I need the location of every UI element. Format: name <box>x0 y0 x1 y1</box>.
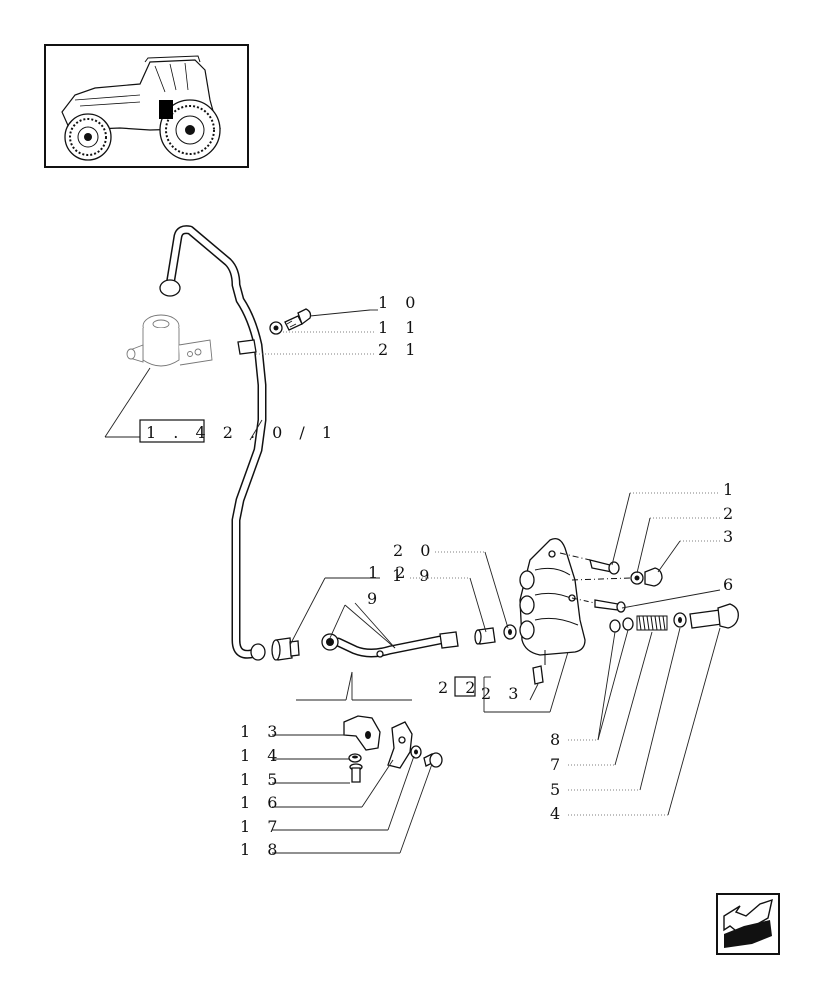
brake-pipe-long[interactable] <box>159 225 267 661</box>
callout-3: 3 <box>723 527 739 546</box>
callout-13: 1 3 <box>240 722 283 741</box>
bolt-10[interactable] <box>284 308 312 331</box>
bolt-6[interactable] <box>594 599 619 611</box>
callout-23: 2 3 <box>481 684 524 703</box>
callout-10: 1 0 <box>378 293 421 312</box>
callout-14: 1 4 <box>240 746 283 765</box>
callout-6: 6 <box>723 575 739 594</box>
tractor-thumbnail[interactable] <box>44 44 249 168</box>
pipe-clip-21[interactable] <box>237 339 257 355</box>
reference-box-text: 1 . 4 2 . 0 / 1 <box>146 423 338 442</box>
callout-19: 1 9 <box>392 566 435 585</box>
callout-12: 1 2 <box>368 563 411 582</box>
bolt-4[interactable] <box>689 603 739 629</box>
brake-pipe-short-9[interactable] <box>321 631 459 658</box>
bolt-15[interactable] <box>349 763 363 783</box>
seal-8a[interactable] <box>609 619 621 633</box>
callout-16: 1 6 <box>240 793 283 812</box>
callout-11: 1 1 <box>378 318 421 337</box>
callout-4: 4 <box>550 804 566 823</box>
callout-17: 1 7 <box>240 817 283 836</box>
brake-valve-body[interactable] <box>519 537 586 665</box>
bolt-3[interactable] <box>644 567 663 587</box>
callout-5: 5 <box>550 780 566 799</box>
spring-7[interactable] <box>636 615 668 631</box>
callout-9: 9 <box>367 589 383 608</box>
callout-7: 7 <box>550 755 566 774</box>
callout-22-box: 2 2 2 3 <box>438 651 569 713</box>
callout-22: 2 2 <box>438 678 481 697</box>
callout-8: 8 <box>550 730 566 749</box>
union-12[interactable] <box>271 637 300 661</box>
plug-23[interactable] <box>532 665 544 685</box>
union-19[interactable] <box>474 627 496 645</box>
reference-box[interactable]: 1 . 4 2 . 0 / 1 <box>139 419 338 443</box>
bolt-18[interactable] <box>423 752 443 768</box>
callout-1: 1 <box>723 480 739 499</box>
back-arrow-icon[interactable] <box>716 893 780 955</box>
callout-15: 1 5 <box>240 770 283 789</box>
callout-2: 2 <box>723 504 739 523</box>
seal-8b[interactable] <box>622 617 634 631</box>
callout-20: 2 0 <box>393 541 436 560</box>
bracket-13[interactable] <box>343 715 381 751</box>
reference-cylinder-ghost <box>126 314 213 367</box>
clip-16[interactable] <box>387 721 413 769</box>
callout-18: 1 8 <box>240 840 283 859</box>
callout-21: 2 1 <box>378 340 421 359</box>
